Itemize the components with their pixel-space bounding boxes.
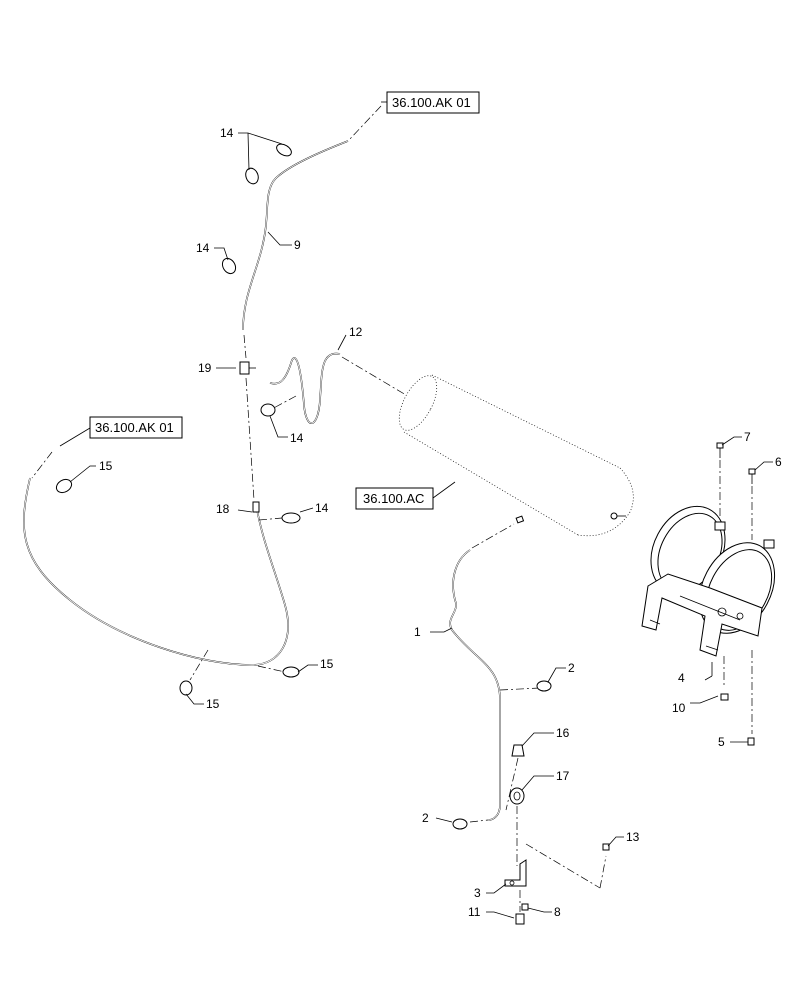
clip-14e [281, 512, 301, 524]
reference-ac[interactable]: 36.100.AC [355, 487, 434, 510]
callout-5: 5 [718, 735, 725, 749]
bolt-13 [602, 843, 610, 851]
reference-ac-label: 36.100.AC [363, 491, 424, 506]
callout-2a: 2 [568, 661, 575, 675]
callout-2b: 2 [422, 811, 429, 825]
callout-14a: 14 [220, 126, 234, 140]
clip-15a [55, 478, 73, 494]
callout-9: 9 [294, 238, 301, 252]
callout-17: 17 [556, 769, 570, 783]
clip-2a [536, 680, 552, 692]
hose-1 [449, 549, 501, 821]
callout-8: 8 [554, 905, 561, 919]
nut-5 [747, 737, 755, 746]
callout-1: 1 [414, 625, 421, 639]
hose-12 [269, 352, 341, 424]
callout-18: 18 [216, 502, 230, 516]
bolt-6 [748, 468, 756, 484]
reference-ak01-top-label: 36.100.AK 01 [392, 95, 471, 110]
callout-14b: 14 [196, 241, 210, 255]
callouts: 14 9 14 12 19 14 15 18 14 15 15 7 6 1 2 … [99, 126, 782, 919]
reference-ak01-left[interactable]: 36.100.AK 01 [89, 416, 183, 439]
clip-14b [245, 167, 259, 185]
callout-3: 3 [474, 886, 481, 900]
reference-ak01-top[interactable]: 36.100.AK 01 [386, 91, 480, 114]
clip-14a [276, 143, 292, 157]
nut-8 [521, 903, 529, 911]
callout-11: 11 [468, 905, 481, 919]
clip-15b [179, 680, 193, 696]
callout-19: 19 [198, 361, 212, 375]
callout-15b: 15 [320, 657, 334, 671]
callout-10: 10 [672, 701, 686, 715]
bolt-11 [515, 913, 525, 925]
clip-14d [260, 403, 276, 417]
nut-10 [720, 693, 729, 701]
drain-valve-16 [511, 744, 525, 757]
callout-16: 16 [556, 726, 570, 740]
hose-9 [242, 140, 349, 331]
callout-14d: 14 [315, 501, 329, 515]
callout-13: 13 [626, 830, 640, 844]
hose-18 [23, 477, 289, 666]
callout-15c: 15 [206, 697, 220, 711]
clip-15c [282, 666, 300, 678]
callout-15a: 15 [99, 459, 113, 473]
clip-14c [221, 257, 237, 275]
air-tank [398, 374, 634, 537]
tank-mount-bracket [641, 505, 776, 681]
reference-ak01-left-label: 36.100.AK 01 [95, 420, 174, 435]
callout-14c: 14 [290, 431, 304, 445]
tee-fitting-19 [239, 361, 256, 375]
callout-12: 12 [349, 325, 363, 339]
clip-2b [452, 818, 468, 830]
callout-4: 4 [678, 671, 685, 685]
leader-lines [69, 132, 773, 919]
grommet-17 [509, 787, 525, 805]
bracket-3 [504, 859, 527, 887]
bolt-7 [716, 442, 724, 458]
callout-6: 6 [775, 455, 782, 469]
callout-7: 7 [744, 430, 751, 444]
